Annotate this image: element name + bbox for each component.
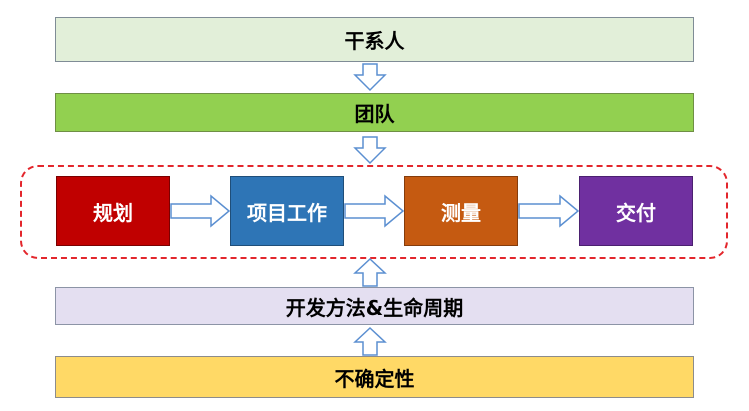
team-layer: 团队 — [55, 93, 694, 132]
down-arrow-icon — [353, 63, 387, 92]
step-plan: 规划 — [56, 176, 170, 246]
step-measure: 测量 — [404, 176, 518, 246]
step-project-work-label: 项目工作 — [247, 200, 327, 225]
up-arrow-icon — [353, 326, 387, 356]
dev-approach-layer: 开发方法&生命周期 — [55, 287, 694, 325]
step-measure-label: 测量 — [441, 200, 481, 225]
stakeholders-label: 干系人 — [344, 29, 405, 53]
step-project-work: 项目工作 — [230, 176, 344, 246]
up-arrow-icon — [353, 257, 387, 287]
dev-approach-label: 开发方法&生命周期 — [285, 295, 464, 320]
step-plan-label: 规划 — [93, 200, 133, 225]
step-deliver: 交付 — [579, 176, 693, 246]
team-label: 团队 — [354, 102, 395, 126]
stakeholders-layer: 干系人 — [55, 17, 694, 62]
uncertainty-layer: 不确定性 — [55, 356, 694, 398]
step-deliver-label: 交付 — [616, 200, 656, 225]
down-arrow-icon — [353, 136, 387, 165]
uncertainty-label: 不确定性 — [334, 366, 415, 391]
